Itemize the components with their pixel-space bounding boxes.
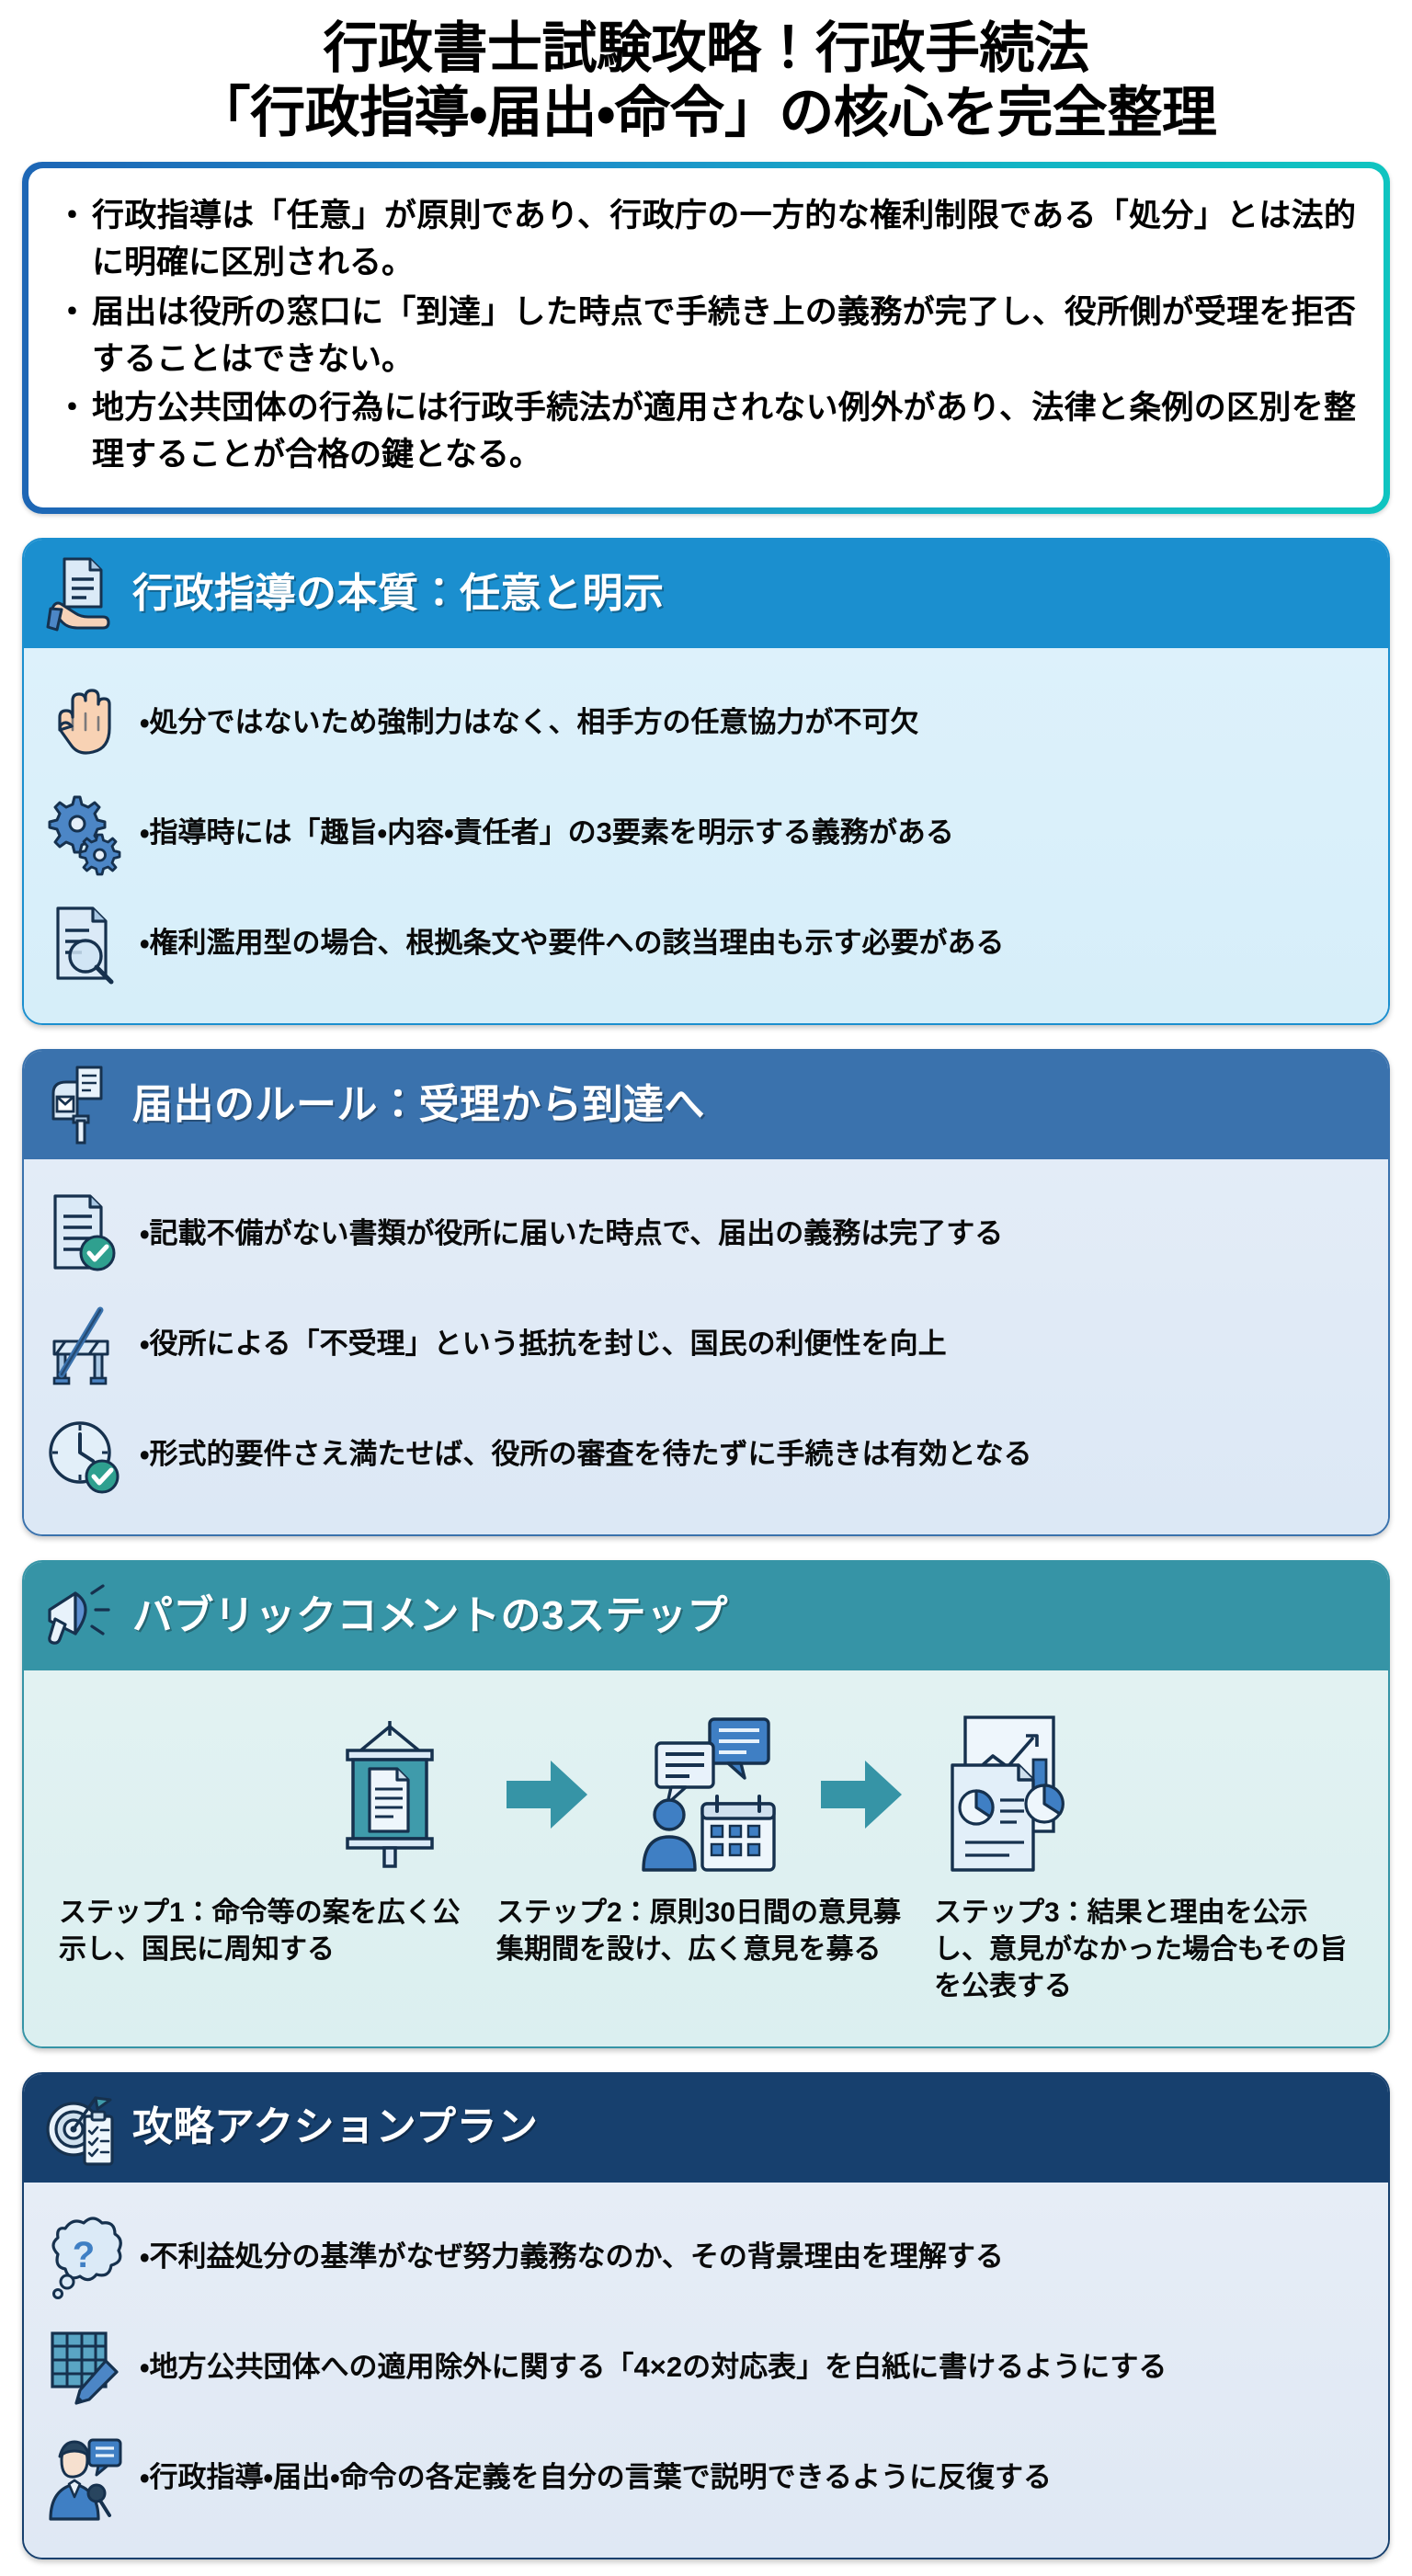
raised-hand-icon <box>44 681 123 766</box>
title-line-2: 「行政指導・届出・命令」の核心を完全整理 <box>195 82 1217 144</box>
bullet-list: ? ・不利益処分の基準がなぜ努力義務なのか、その背景理由を理解する <box>44 2203 1364 2534</box>
summary-item: ・ 地方公共団体の行為には行政手続法が適用されない例外があり、法律と条例の区別を… <box>56 384 1356 478</box>
bullet-item: ・行政指導・届出・命令の各定義を自分の言葉で説明できるように反復する <box>44 2423 1364 2534</box>
noticeboard-icon <box>293 1707 486 1882</box>
section-title: 行政指導の本質：任意と明示 <box>132 570 665 616</box>
section-header: パブリックコメントの3ステップ <box>24 1561 1388 1670</box>
bullet-text: ・行政指導・届出・命令の各定義を自分の言葉で説明できるように反復する <box>140 2461 1052 2494</box>
section-title: 攻略アクションプラン <box>132 2104 539 2150</box>
report-charts-icon <box>922 1707 1115 1882</box>
bullet-text: ・形式的要件さえ満たせば、役所の審査を待たずに手続きは有効となる <box>140 1438 1032 1471</box>
summary-item: ・ 届出は役所の窓口に「到達」した時点で手続き上の義務が完了し、役所側が受理を拒… <box>56 289 1356 382</box>
section-header: 攻略アクションプラン <box>24 2073 1388 2183</box>
bullet-item: ? ・不利益処分の基準がなぜ努力義務なのか、その背景理由を理解する <box>44 2203 1364 2313</box>
thought-question-icon: ? <box>44 2216 123 2300</box>
section-todokede: 届出のルール：受理から到達へ <box>22 1048 1390 1536</box>
section-body: ・記載不備がない書類が役所に届いた時点で、届出の義務は完了する <box>24 1158 1388 1534</box>
step-label: ステップ3：結果と理由を公示し、意見がなかった場合もその旨を公表する <box>934 1897 1348 2002</box>
bullet-item: ・権利濫用型の場合、根拠条文や要件への該当理由も示す必要がある <box>44 889 1364 999</box>
summary-item-text: 届出は役所の窓口に「到達」した時点で手続き上の義務が完了し、役所側が受理を拒否す… <box>92 293 1356 377</box>
section-body: ・処分ではないため強制力はなく、相手方の任意協力が不可欠 <box>24 647 1388 1023</box>
bullet-text: ・地方公共団体への適用除外に関する「4×2の対応表」を白紙に書けるようにする <box>140 2351 1167 2384</box>
bullet-marker: ・ <box>56 293 89 330</box>
step-label: ステップ1：命令等の案を広く公示し、国民に周知する <box>59 1897 461 1966</box>
arrow-right-icon <box>492 1744 602 1845</box>
svg-text:?: ? <box>73 2235 95 2275</box>
title-line-1: 行政書士試験攻略！行政手続法 <box>323 17 1090 79</box>
section-body: ステップ1：命令等の案を広く公示し、国民に周知する ステップ2：原則30日間の意… <box>24 1670 1388 2046</box>
bullet-list: ・処分ではないため強制力はなく、相手方の任意協力が不可欠 <box>44 668 1364 999</box>
section-gyosei-shido: 行政指導の本質：任意と明示 ・処分ではないため強制力はなく、相手方の任意協力が不… <box>22 537 1390 1025</box>
section-header: 行政指導の本質：任意と明示 <box>24 539 1388 648</box>
bullet-text: ・処分ではないため強制力はなく、相手方の任意協力が不可欠 <box>140 706 919 739</box>
bullet-item: ・指導時には「趣旨・内容・責任者」の3要素を明示する義務がある <box>44 779 1364 889</box>
section-header: 届出のルール：受理から到達へ <box>24 1050 1388 1159</box>
bullet-list: ・記載不備がない書類が役所に届いた時点で、届出の義務は完了する <box>44 1180 1364 1510</box>
section-public-comment: パブリックコメントの3ステップ <box>22 1559 1390 2048</box>
summary-box-inner: ・ 行政指導は「任意」が原則であり、行政庁の一方的な権利制限である「処分」とは法… <box>28 168 1384 507</box>
bullet-text: ・指導時には「趣旨・内容・責任者」の3要素を明示する義務がある <box>140 816 954 849</box>
summary-item: ・ 行政指導は「任意」が原則であり、行政庁の一方的な権利制限である「処分」とは法… <box>56 192 1356 286</box>
bullet-item: ・役所による「不受理」という抵抗を封じ、国民の利便性を向上 <box>44 1290 1364 1400</box>
megaphone-icon <box>44 1577 116 1656</box>
section-body: ? ・不利益処分の基準がなぜ努力義務なのか、その背景理由を理解する <box>24 2182 1388 2558</box>
bullet-item: ・記載不備がない書類が役所に届いた時点で、届出の義務は完了する <box>44 1180 1364 1290</box>
bullet-item: ・地方公共団体への適用除外に関する「4×2の対応表」を白紙に書けるようにする <box>44 2313 1364 2423</box>
speech-calendar-icon <box>608 1707 801 1882</box>
bullet-text: ・役所による「不受理」という抵抗を封じ、国民の利便性を向上 <box>140 1328 947 1361</box>
document-in-hand-icon <box>44 554 116 633</box>
summary-item-text: 行政指導は「任意」が原則であり、行政庁の一方的な権利制限である「処分」とは法的に… <box>92 198 1356 281</box>
person-speaking-icon <box>44 2436 123 2521</box>
table-pencil-icon <box>44 2326 123 2411</box>
page-title: 行政書士試験攻略！行政手続法 「行政指導・届出・命令」の核心を完全整理 <box>0 0 1412 154</box>
summary-item-text: 地方公共団体の行為には行政手続法が適用されない例外があり、法律と条例の区別を整理… <box>92 389 1356 473</box>
bullet-marker: ・ <box>56 389 89 426</box>
bullet-text: ・権利濫用型の場合、根拠条文や要件への該当理由も示す必要がある <box>140 927 1005 960</box>
document-magnifier-icon <box>44 902 123 986</box>
arrow-right-icon <box>806 1744 917 1845</box>
bullet-marker: ・ <box>56 198 89 234</box>
steps-labels: ステップ1：命令等の案を広く公示し、国民に周知する ステップ2：原則30日間の意… <box>44 1886 1364 2023</box>
clock-check-icon <box>44 1413 123 1498</box>
bullet-text: ・不利益処分の基準がなぜ努力義務なのか、その背景理由を理解する <box>140 2240 1004 2274</box>
document-check-icon <box>44 1192 123 1277</box>
mailbox-icon <box>44 1066 116 1145</box>
section-title: パブリックコメントの3ステップ <box>132 1592 728 1638</box>
section-title: 届出のルール：受理から到達へ <box>132 1081 705 1127</box>
barrier-crossed-icon <box>44 1303 123 1387</box>
section-action-plan: 攻略アクションプラン ? ・不利益処分の基準がなぜ努力義務なのか、その背景理由を… <box>22 2071 1390 2559</box>
target-checklist-icon <box>44 2089 116 2168</box>
gears-icon <box>44 792 123 876</box>
step-label: ステップ2：原則30日間の意見募集期間を設け、広く意見を募る <box>496 1897 902 1966</box>
steps-flow <box>44 1691 1364 1886</box>
bullet-text: ・記載不備がない書類が役所に届いた時点で、届出の義務は完了する <box>140 1217 1004 1250</box>
bullet-item: ・処分ではないため強制力はなく、相手方の任意協力が不可欠 <box>44 668 1364 779</box>
summary-box: ・ 行政指導は「任意」が原則であり、行政庁の一方的な権利制限である「処分」とは法… <box>22 162 1390 514</box>
bullet-item: ・形式的要件さえ満たせば、役所の審査を待たずに手続きは有効となる <box>44 1400 1364 1510</box>
